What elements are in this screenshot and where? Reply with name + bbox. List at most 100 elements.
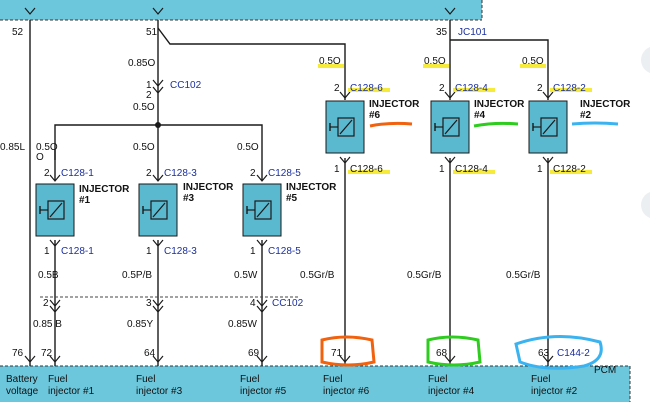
inj5-wire-top: 0.5O xyxy=(237,142,259,153)
inj1-wire-top: 0.5O xyxy=(36,142,58,153)
pcm-name-battery-1: Battery xyxy=(6,374,38,385)
pcm-band xyxy=(0,366,630,402)
injector-box-2 xyxy=(528,100,568,154)
inj4-pin2: 2 xyxy=(439,83,445,94)
inj5-wire-bot: 0.5W xyxy=(234,270,258,281)
lower-pin-4: 4 xyxy=(250,298,256,309)
inj6-num: #6 xyxy=(369,110,381,121)
inj4-wire-top: 0.5O xyxy=(424,56,446,67)
pcm-pin-76: 76 xyxy=(12,348,24,359)
inj3-conn-top: C128-3 xyxy=(164,168,197,179)
lower-pin-2: 2 xyxy=(43,298,49,309)
inj2-conn-top: C128-2 xyxy=(553,83,586,94)
cc102-top-label: CC102 xyxy=(170,80,202,91)
inj4-pin1: 1 xyxy=(439,164,445,175)
pcm-pin-63: 63 xyxy=(538,348,550,359)
pcm-name-inj2-1: Fuel xyxy=(531,374,550,385)
inj4-conn-top: C128-4 xyxy=(455,83,488,94)
inj3-num: #3 xyxy=(183,193,195,204)
pin-52: 52 xyxy=(12,27,24,38)
inj5-conn-bot: C128-5 xyxy=(268,246,301,257)
pcm-name-inj4-2: injector #4 xyxy=(428,386,475,397)
inj4-num: #4 xyxy=(474,110,486,121)
pcm-name-battery-2: voltage xyxy=(6,386,39,397)
inj3-wire-bot: 0.5P/B xyxy=(122,270,152,281)
inj6-wire-top: 0.5O xyxy=(319,56,341,67)
inj3-name: INJECTOR xyxy=(183,182,234,193)
inj4-wire-bot: 0.5Gr/B xyxy=(407,270,442,281)
pcm-pin-72: 72 xyxy=(41,348,53,359)
inj2-num: #2 xyxy=(580,110,592,121)
pcm-name-inj6-1: Fuel xyxy=(323,374,342,385)
wire-085w: 0.85W xyxy=(228,319,257,330)
green-marker xyxy=(473,121,519,128)
wire-085y: 0.85Y xyxy=(127,319,153,330)
cc102-pin-2: 2 xyxy=(146,90,152,101)
injector-box-3 xyxy=(138,183,178,237)
inj6-pin2: 2 xyxy=(334,83,340,94)
injector-box-6 xyxy=(325,100,365,154)
inj1-wire-top-extra: O xyxy=(36,152,44,163)
inj5-conn-top: C128-5 xyxy=(268,168,301,179)
wire-085l: 0.85L xyxy=(0,142,25,153)
pcm-pin-71: 71 xyxy=(331,348,343,359)
orange-circle-71 xyxy=(320,335,376,367)
wire-085o: 0.85O xyxy=(128,58,155,69)
pcm-name-inj6-2: injector #6 xyxy=(323,386,370,397)
faded-decoration xyxy=(641,191,650,219)
inj1-num: #1 xyxy=(79,195,91,206)
inj6-name: INJECTOR xyxy=(369,99,420,110)
green-circle-68 xyxy=(426,335,482,367)
c144-label: C144-2 xyxy=(557,348,590,359)
inj1-conn-bot: C128-1 xyxy=(61,246,94,257)
inj3-pin2: 2 xyxy=(146,168,152,179)
inj6-pin1: 1 xyxy=(334,164,340,175)
pcm-name-inj3-2: injector #3 xyxy=(136,386,183,397)
injector-box-1 xyxy=(35,183,75,237)
inj1-wire-bot: 0.5B xyxy=(38,270,59,281)
inj5-name: INJECTOR xyxy=(286,182,337,193)
inj2-wire-top: 0.5O xyxy=(522,56,544,67)
inj3-pin1: 1 xyxy=(146,246,152,257)
inj2-pin1: 1 xyxy=(537,164,543,175)
inj4-name: INJECTOR xyxy=(474,99,525,110)
inj2-wire-bot: 0.5Gr/B xyxy=(506,270,541,281)
pcm-name-inj1-2: injector #1 xyxy=(48,386,95,397)
faded-decoration xyxy=(641,46,650,74)
pcm-pin-69: 69 xyxy=(248,348,260,359)
injector-box-5 xyxy=(242,183,282,237)
injector-box-4 xyxy=(430,100,470,154)
inj6-conn-top: C128-6 xyxy=(350,83,383,94)
pcm-name-inj5-2: injector #5 xyxy=(240,386,287,397)
lower-pin-3: 3 xyxy=(146,298,152,309)
inj1-pin1: 1 xyxy=(44,246,50,257)
inj1-pin2: 2 xyxy=(44,168,50,179)
cc102-pin-1: 1 xyxy=(146,80,152,91)
inj2-conn-bot: C128-2 xyxy=(553,164,586,175)
jc101-label: JC101 xyxy=(458,27,487,38)
inj6-wire-bot: 0.5Gr/B xyxy=(300,270,335,281)
pcm-name-inj1-1: Fuel xyxy=(48,374,67,385)
inj1-conn-top: C128-1 xyxy=(61,168,94,179)
pcm-name-inj3-1: Fuel xyxy=(136,374,155,385)
pin-35: 35 xyxy=(436,27,448,38)
pcm-name-inj4-1: Fuel xyxy=(428,374,447,385)
wire-05o-mid: 0.5O xyxy=(133,102,155,113)
inj2-pin2: 2 xyxy=(537,83,543,94)
wires xyxy=(29,20,549,366)
connector-chevrons xyxy=(24,79,554,363)
cc102-lower-label: CC102 xyxy=(272,298,304,309)
top-component-band xyxy=(0,0,482,20)
pcm-name-inj5-1: Fuel xyxy=(240,374,259,385)
pcm-pin-64: 64 xyxy=(144,348,156,359)
inj5-pin1: 1 xyxy=(250,246,256,257)
inj1-name: INJECTOR xyxy=(79,184,130,195)
pcm-pin-68: 68 xyxy=(436,348,448,359)
inj5-pin2: 2 xyxy=(250,168,256,179)
inj3-conn-bot: C128-3 xyxy=(164,246,197,257)
inj5-num: #5 xyxy=(286,193,298,204)
cyan-marker xyxy=(571,121,619,126)
junction-dot xyxy=(155,122,161,128)
pcm-name-inj2-2: injector #2 xyxy=(531,386,578,397)
